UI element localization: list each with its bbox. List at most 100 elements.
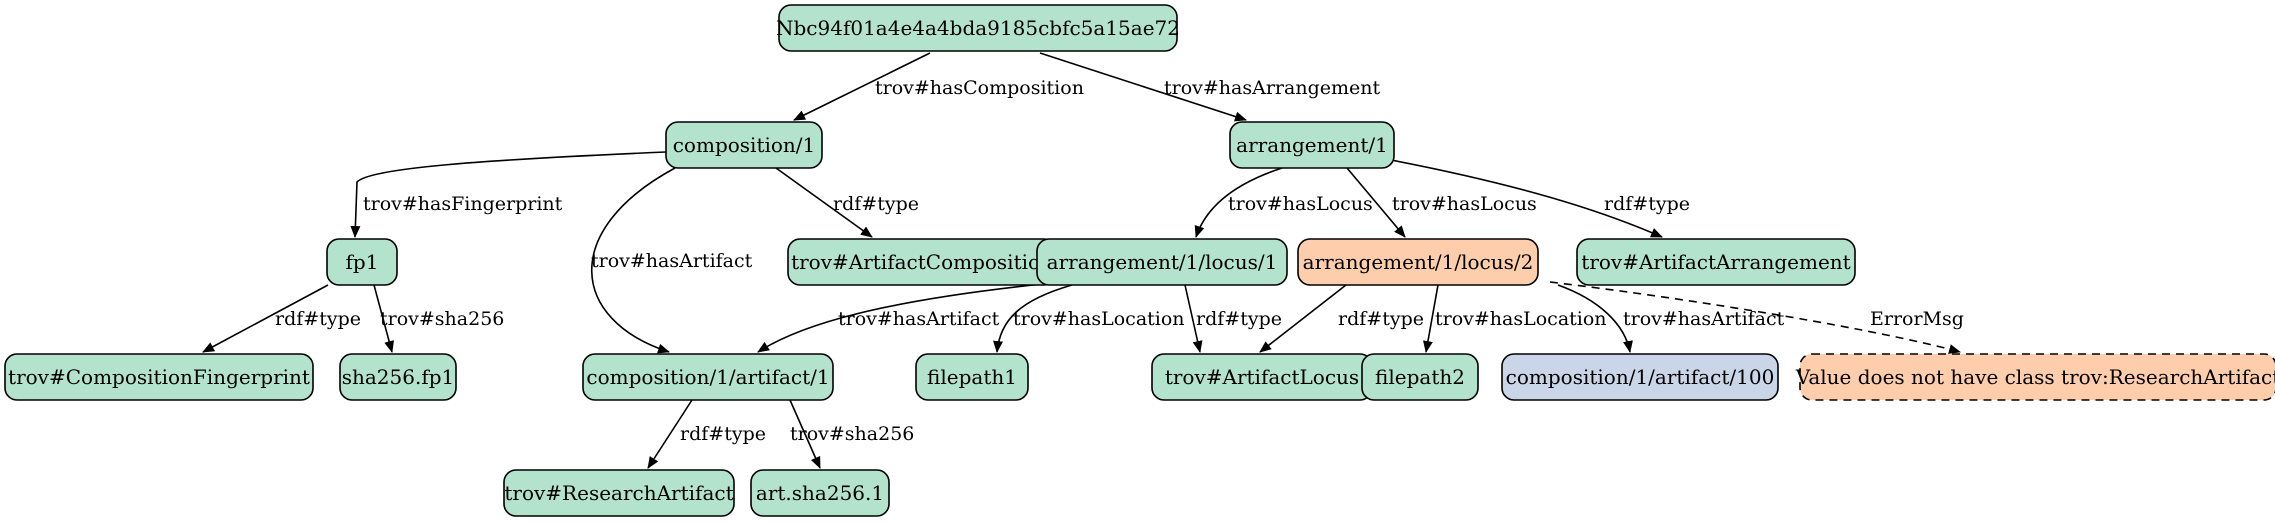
edge-arrow: [789, 399, 821, 469]
node-label: Nbc94f01a4e4a4bda9185cbfc5a15ae72: [776, 16, 1180, 40]
edges-layer: trov#hasComposition trov#hasArrangement tr…: [202, 52, 1964, 469]
node-box: [1361, 353, 1479, 401]
node-box: [1229, 121, 1395, 169]
edge-locus1-to-artifact1: trov#hasArtifact: [757, 281, 1063, 353]
edge-label: rdf#type: [680, 423, 766, 445]
node-artifact-arrangement[interactable]: trov#ArtifactArrangement: [1576, 238, 1856, 286]
node-box: [1036, 238, 1288, 286]
node-box: [1501, 353, 1779, 401]
node-artifact-locus[interactable]: trov#ArtifactLocus: [1151, 353, 1373, 401]
node-label: arrangement/1/locus/2: [1303, 250, 1534, 274]
node-label: trov#CompositionFingerprint: [8, 365, 310, 389]
edge-artifact1-to-research_artifact: rdf#type: [647, 399, 766, 469]
edge-composition-to-fp1: trov#hasFingerprint: [350, 151, 667, 238]
node-box: [582, 353, 834, 401]
node-artifact1[interactable]: composition/1/artifact/1: [582, 353, 834, 401]
edge-composition-to-artifact_composition: rdf#type: [775, 167, 919, 238]
nodes-layer: Nbc94f01a4e4a4bda9185cbfc5a15ae72 composi…: [4, 4, 2275, 517]
edge-arrangement-to-locus1: trov#hasLocus: [1194, 167, 1373, 238]
edge-label: trov#hasLocation: [1013, 308, 1185, 330]
node-label: composition/1: [673, 133, 816, 157]
edge-label: trov#hasComposition: [875, 77, 1084, 99]
node-box: [1799, 353, 2275, 401]
node-box: [1576, 238, 1856, 286]
edge-root-to-composition: trov#hasComposition: [793, 52, 1084, 121]
edge-locus2-to-filepath2: trov#hasLocation: [1423, 284, 1607, 353]
node-art-sha[interactable]: art.sha256.1: [750, 469, 890, 517]
edge-label: rdf#type: [275, 308, 361, 330]
edge-label: rdf#type: [1604, 193, 1690, 215]
node-box: [4, 353, 314, 401]
node-box: [915, 353, 1029, 401]
edge-label: trov#sha256: [790, 423, 914, 445]
node-error[interactable]: Value does not have class trov:ResearchA…: [1795, 353, 2275, 401]
node-label: trov#ResearchArtifact: [504, 481, 733, 505]
node-fp1[interactable]: fp1: [326, 238, 398, 286]
edge-arrow: [1423, 284, 1439, 353]
edge-label: trov#hasLocation: [1435, 308, 1607, 330]
edge-artifact1-to-art_sha: trov#sha256: [789, 399, 914, 469]
node-label: composition/1/artifact/1: [586, 365, 829, 389]
node-filepath1[interactable]: filepath1: [915, 353, 1029, 401]
edge-locus2-to-error: ErrorMsg: [1549, 281, 1964, 354]
edge-locus2-to-artifact100: trov#hasArtifact: [1557, 284, 1785, 353]
node-filepath2[interactable]: filepath2: [1361, 353, 1479, 401]
edge-arrow: [1259, 284, 1347, 353]
node-composition-fingerprint[interactable]: trov#CompositionFingerprint: [4, 353, 314, 401]
node-box: [503, 469, 735, 517]
edge-arrow: [1184, 284, 1203, 353]
node-research-artifact[interactable]: trov#ResearchArtifact: [503, 469, 735, 517]
edge-label: trov#sha256: [380, 308, 504, 330]
edge-arrangement-to-artifact_arrangement: rdf#type: [1390, 159, 1690, 238]
edge-locus1-to-artifact_locus: rdf#type: [1184, 284, 1282, 353]
edge-label: trov#hasArrangement: [1164, 77, 1380, 99]
node-arrangement[interactable]: arrangement/1: [1229, 121, 1395, 169]
edge-locus2-to-artifact_locus: rdf#type: [1259, 284, 1424, 353]
node-label: sha256.fp1: [342, 365, 455, 389]
edge-arrow: [1557, 284, 1633, 353]
edge-arrow: [647, 399, 693, 469]
edge-label: trov#hasLocus: [1392, 193, 1537, 215]
edge-arrow: [591, 167, 676, 354]
edge-arrow: [1549, 281, 1961, 354]
edge-arrow: [350, 151, 667, 238]
edge-arrow: [1194, 167, 1283, 238]
node-box: [339, 353, 457, 401]
node-box: [665, 121, 823, 169]
node-locus2[interactable]: arrangement/1/locus/2: [1297, 238, 1539, 286]
edge-arrangement-to-locus2: trov#hasLocus: [1346, 167, 1537, 238]
edge-label: rdf#type: [833, 193, 919, 215]
edge-label: rdf#type: [1196, 308, 1282, 330]
edge-label: trov#hasArtifact: [1623, 308, 1785, 330]
edge-label: trov#hasArtifact: [838, 308, 1000, 330]
node-label: filepath2: [1375, 365, 1465, 389]
node-box: [778, 4, 1178, 52]
node-box: [326, 238, 398, 286]
node-root[interactable]: Nbc94f01a4e4a4bda9185cbfc5a15ae72: [776, 4, 1180, 52]
edge-arrow: [1346, 167, 1406, 238]
edge-fp1-to-composition_fingerprint: rdf#type: [202, 284, 361, 353]
edge-label: trov#hasFingerprint: [363, 193, 563, 215]
node-locus1[interactable]: arrangement/1/locus/1: [1036, 238, 1288, 286]
node-composition[interactable]: composition/1: [665, 121, 823, 169]
edge-composition-to-artifact1: trov#hasArtifact: [591, 167, 753, 354]
node-artifact100[interactable]: composition/1/artifact/100: [1501, 353, 1779, 401]
edge-label: ErrorMsg: [1870, 308, 1964, 330]
node-label: arrangement/1/locus/1: [1047, 250, 1278, 274]
edge-fp1-to-sha_fp1: trov#sha256: [373, 284, 504, 353]
edge-arrow: [993, 284, 1073, 353]
node-artifact-composition[interactable]: trov#ArtifactComposition: [787, 238, 1057, 286]
node-label: trov#ArtifactArrangement: [1581, 250, 1850, 274]
edge-locus1-to-filepath1: trov#hasLocation: [993, 284, 1185, 353]
node-label: trov#ArtifactLocus: [1165, 365, 1359, 389]
edge-arrow: [757, 281, 1063, 353]
node-label: arrangement/1: [1236, 133, 1388, 157]
edge-label: trov#hasLocus: [1228, 193, 1373, 215]
node-label: trov#ArtifactComposition: [791, 250, 1053, 274]
edge-arrow: [793, 52, 931, 121]
node-sha-fp1[interactable]: sha256.fp1: [339, 353, 457, 401]
edge-arrow: [202, 284, 329, 353]
edge-label: trov#hasArtifact: [591, 250, 753, 272]
edge-root-to-arrangement: trov#hasArrangement: [1039, 52, 1380, 122]
